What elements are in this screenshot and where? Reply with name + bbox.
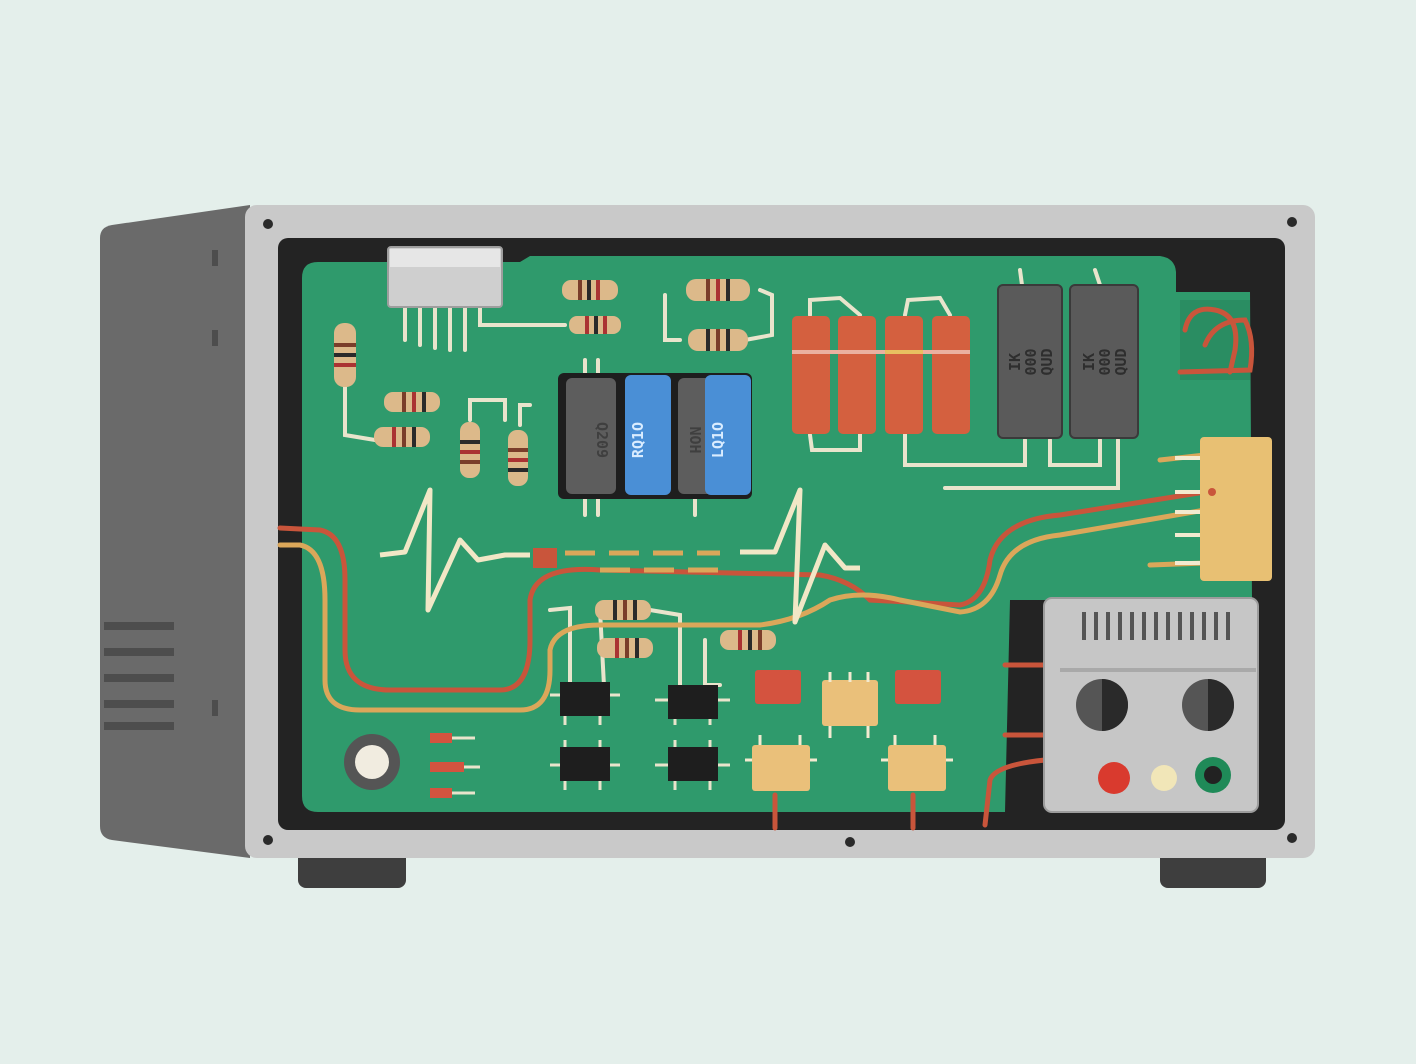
smd-components <box>745 670 953 791</box>
red-pad <box>755 670 801 704</box>
relay-label: IK <box>1080 353 1098 371</box>
capacitor-block: Q209 RQ1O NOH LQ1O <box>558 373 752 499</box>
control-panel <box>1043 597 1259 813</box>
capacitor-blue-1 <box>625 375 671 495</box>
enclosure-side <box>100 205 250 858</box>
relay-label: QUD <box>1038 348 1056 375</box>
small-resistors <box>334 279 776 658</box>
dashed-trace <box>565 550 720 573</box>
power-resistor <box>838 316 876 434</box>
relay <box>1069 284 1139 439</box>
capacitor-label: NOH <box>686 426 704 453</box>
ic-chip <box>550 682 620 725</box>
heartbeat-trace-right <box>740 487 860 625</box>
power-resistor <box>885 316 923 434</box>
chip-pad <box>888 745 946 791</box>
small-leds <box>430 733 480 798</box>
power-resistor <box>932 316 970 434</box>
led-red <box>1098 762 1130 794</box>
resistor <box>720 630 776 650</box>
resistor <box>562 280 618 300</box>
foot-right <box>1160 850 1266 888</box>
resistor <box>460 422 480 478</box>
power-resistor <box>792 316 830 434</box>
resistor <box>686 279 750 301</box>
capacitor-label: Q209 <box>593 422 611 458</box>
relay-label: 000 <box>1096 348 1114 375</box>
resistor <box>508 430 528 486</box>
resistor <box>595 600 651 620</box>
relay-label: QUD <box>1112 348 1130 375</box>
resistor <box>334 323 356 387</box>
relay-label: 000 <box>1022 348 1040 375</box>
ic-chips <box>550 682 730 790</box>
resistor <box>597 638 653 658</box>
capacitor-label: LQ1O <box>709 422 727 458</box>
chip-pad <box>822 680 878 726</box>
capacitor-label: RQ1O <box>629 422 647 458</box>
side-vents <box>104 250 218 730</box>
vent-grille <box>1082 612 1230 640</box>
ic-chip <box>550 740 620 790</box>
capacitor-gray-1 <box>566 378 616 494</box>
chip-pad <box>752 745 810 791</box>
resistor <box>569 316 621 334</box>
panel-screws <box>263 217 1297 847</box>
header-connector-top <box>390 249 500 267</box>
foot-left <box>298 850 406 888</box>
buzzer <box>344 734 400 790</box>
red-pad <box>895 670 941 704</box>
ic-chip <box>655 685 730 725</box>
pcb-traces <box>343 268 1120 707</box>
relays: IK 000 QUD IK 000 QUD <box>997 284 1139 439</box>
heartbeat-trace <box>379 487 530 613</box>
heartbeat-resistor <box>533 548 557 568</box>
relay-label: IK <box>1006 353 1024 371</box>
relay <box>997 284 1063 439</box>
power-resistors <box>792 316 970 434</box>
terminal-connector <box>1175 437 1272 581</box>
knob-right <box>1182 679 1234 731</box>
resistor <box>384 392 440 412</box>
resistor <box>688 329 748 351</box>
led-cream <box>1151 765 1177 791</box>
knob-left <box>1076 679 1128 731</box>
ic-chip <box>655 740 730 790</box>
resistor <box>374 427 430 447</box>
capacitor-blue-2 <box>705 375 751 495</box>
